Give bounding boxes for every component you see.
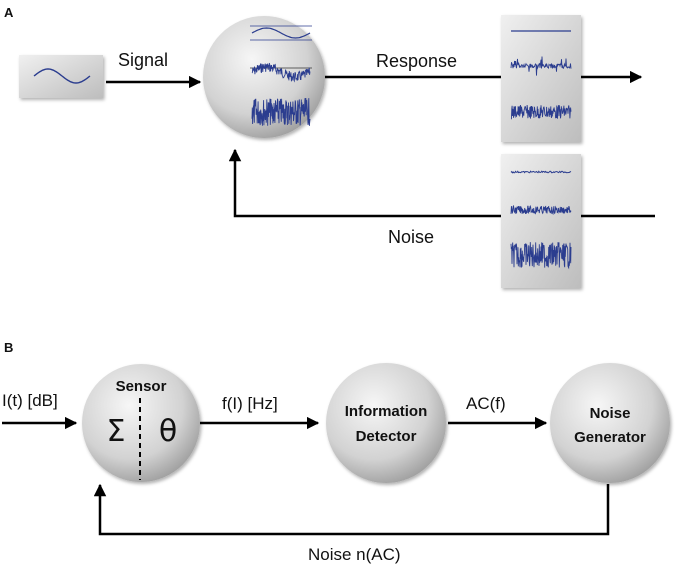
rate-label: f(I) [Hz] [222, 394, 278, 413]
generator-line1: Noise [590, 405, 631, 422]
response-noise-trace [510, 104, 572, 120]
panel-a-tag: A [4, 5, 14, 20]
generator-line2: Generator [574, 429, 646, 446]
node-sine-trace [251, 27, 311, 39]
node-noise-trace [251, 97, 311, 126]
signal-source-box [19, 55, 103, 98]
signal-sine-trace [33, 68, 91, 84]
signal-label: Signal [118, 50, 168, 70]
response-label: Response [376, 51, 457, 71]
sensor-node [82, 364, 200, 482]
sensor-title: Sensor [116, 378, 167, 395]
noise-mid-trace [510, 204, 572, 216]
response-output-box [501, 15, 581, 142]
threshold-symbol: θ [159, 414, 177, 449]
noise-generator-node [550, 363, 670, 483]
input-label: I(t) [dB] [2, 391, 58, 410]
information-detector-node [326, 363, 446, 483]
noise-feedback-arrow [228, 148, 655, 218]
noise-low-trace [510, 170, 572, 174]
panel-b-tag: B [4, 340, 13, 355]
ac-label: AC(f) [466, 394, 506, 413]
response-spike-trace [510, 56, 572, 76]
node-noisy-signal-trace [251, 62, 311, 83]
detector-line2: Detector [356, 428, 417, 445]
feedback-label: Noise n(AC) [308, 545, 401, 564]
detector-line1: Information [345, 403, 428, 420]
noise-high-trace [510, 242, 572, 270]
sum-symbol: Σ [107, 414, 126, 449]
noise-feedback-loop-arrow [93, 483, 610, 536]
noise-label: Noise [388, 227, 434, 247]
